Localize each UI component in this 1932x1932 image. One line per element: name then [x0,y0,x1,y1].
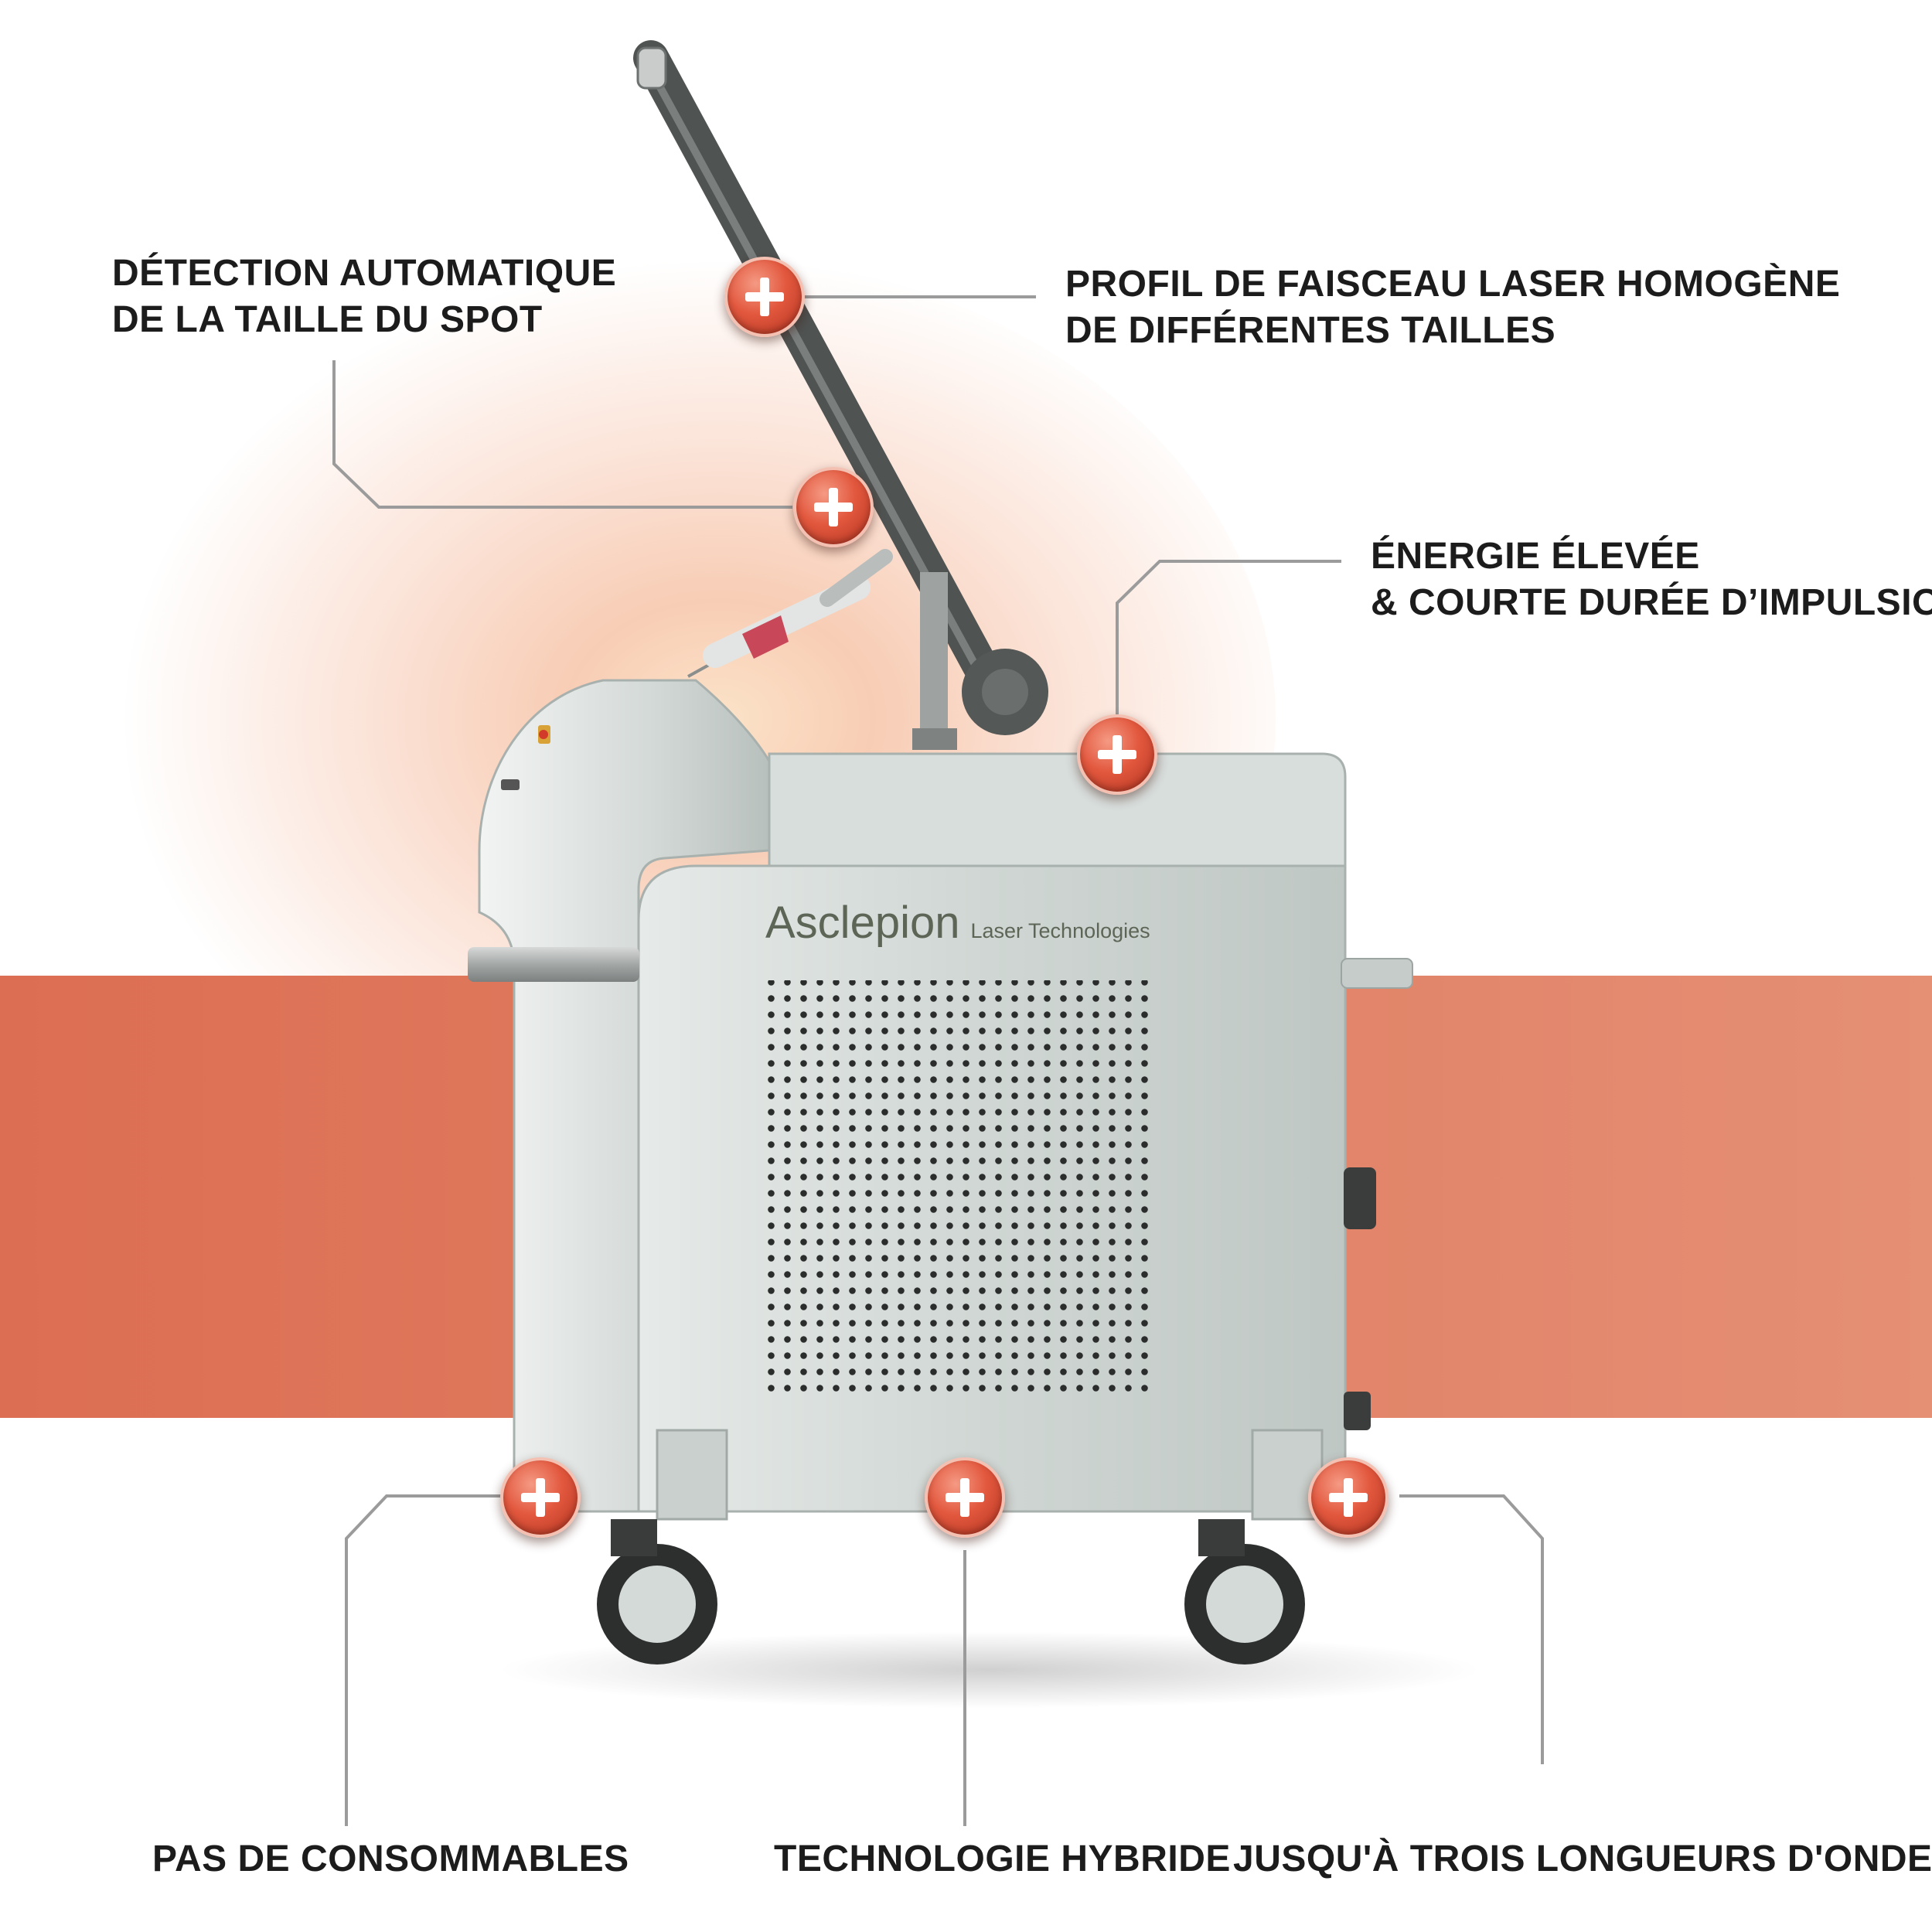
articulated-arm [633,40,1048,750]
connector-energy [1116,560,1341,714]
callout-high-energy: ÉNERGIE ÉLEVÉE & COURTE DURÉE D’IMPULSIO… [1371,533,1932,626]
connector-lines [332,295,1544,1826]
callout-wavelengths: JUSQU'À TROIS LONGUEURS D'ONDE [1233,1836,1932,1883]
callout-line: TECHNOLOGIE HYBRIDE [774,1838,1231,1879]
callout-line: & COURTE DURÉE D’IMPULSION [1371,582,1932,623]
plus-circle-icon-hybrid[interactable] [925,1457,1005,1538]
callout-hybrid-technology: TECHNOLOGIE HYBRIDE [774,1836,1231,1883]
plus-circle-icon-energy[interactable] [1077,714,1157,795]
callout-line: DE LA TAILLE DU SPOT [112,299,543,340]
callout-line: PAS DE CONSOMMABLES [152,1838,629,1879]
base-and-wheels [597,1429,1324,1665]
callout-spot-detection: DÉTECTION AUTOMATIQUE DE LA TAILLE DU SP… [112,250,616,343]
callout-line: DE DIFFÉRENTES TAILLES [1065,310,1556,351]
plus-circle-icon-spot[interactable] [793,467,874,547]
connector-spot [332,360,792,509]
brand-logo: Asclepion Laser Technologies [765,897,1150,949]
callout-line: JUSQU'À TROIS LONGUEURS D'ONDE [1233,1838,1932,1879]
connector-consumables [345,1494,526,1826]
connector-wavelengths [1399,1494,1544,1764]
ventilation-grille [765,980,1152,1392]
plus-circle-icon-wavelengths[interactable] [1308,1457,1389,1538]
plus-circle-icon-consumables[interactable] [500,1457,581,1538]
brand-tagline: Laser Technologies [970,919,1150,942]
callout-beam-profile: PROFIL DE FAISCEAU LASER HOMOGÈNE DE DIF… [1065,261,1840,354]
callout-line: DÉTECTION AUTOMATIQUE [112,253,617,294]
handpiece [687,549,893,678]
callout-line: PROFIL DE FAISCEAU LASER HOMOGÈNE [1065,264,1841,305]
callout-no-consumables: PAS DE CONSOMMABLES [152,1836,629,1883]
callout-line: ÉNERGIE ÉLEVÉE [1371,536,1700,577]
plus-circle-icon-beam[interactable] [724,257,805,337]
brand-name: Asclepion [765,898,960,948]
